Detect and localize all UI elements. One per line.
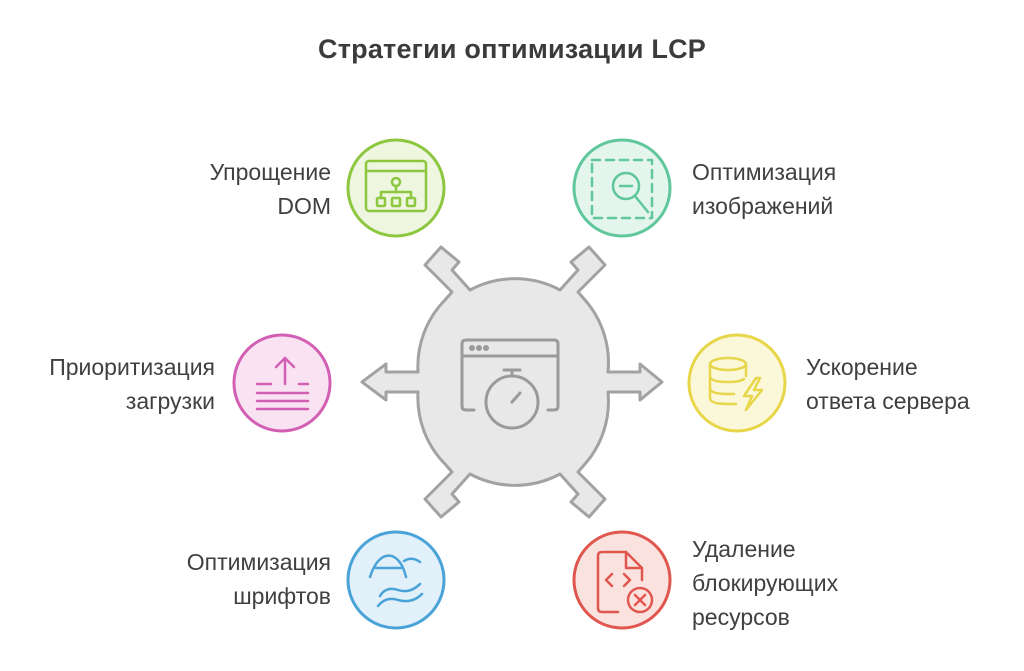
sitemap-icon [364, 159, 428, 213]
browser-timer-icon [460, 338, 560, 430]
center-hub [360, 245, 664, 519]
label-fonts-line2: шрифтов [233, 583, 331, 609]
node-server [687, 333, 787, 433]
label-prio-line1: Приоритизация [49, 354, 215, 380]
node-block [572, 530, 672, 630]
label-img-line2: изображений [692, 193, 834, 219]
label-dom-line1: Упрощение [209, 159, 331, 185]
node-fonts [346, 530, 446, 630]
zoom-out-icon [590, 158, 654, 220]
hub-shape [360, 245, 664, 519]
node-prio [232, 333, 332, 433]
label-img-line1: Оптимизация [692, 159, 837, 185]
label-server-line2: ответа сервера [806, 388, 970, 414]
page-title: Стратегии оптимизации LCP [318, 34, 706, 64]
label-prio-line2: загрузки [125, 388, 215, 414]
label-dom-line2: DOM [277, 193, 331, 219]
database-bolt-icon [708, 356, 764, 412]
upload-priority-icon [255, 356, 310, 411]
label-block: Удаление блокирующих ресурсов [692, 532, 838, 634]
font-icon [368, 554, 424, 608]
label-server: Ускорение ответа сервера [806, 350, 970, 418]
label-block-line3: ресурсов [692, 604, 790, 630]
label-img: Оптимизация изображений [692, 155, 836, 223]
label-server-line1: Ускорение [806, 354, 918, 380]
label-fonts: Оптимизация шрифтов [187, 545, 331, 613]
label-block-line2: блокирующих [692, 570, 839, 596]
label-fonts-line1: Оптимизация [186, 549, 331, 575]
node-dom [346, 138, 446, 238]
file-code-remove-icon [596, 550, 654, 614]
label-block-line1: Удаление [692, 536, 796, 562]
label-prio: Приоритизация загрузки [49, 350, 215, 418]
label-dom: Упрощение DOM [210, 155, 331, 223]
node-img [572, 138, 672, 238]
